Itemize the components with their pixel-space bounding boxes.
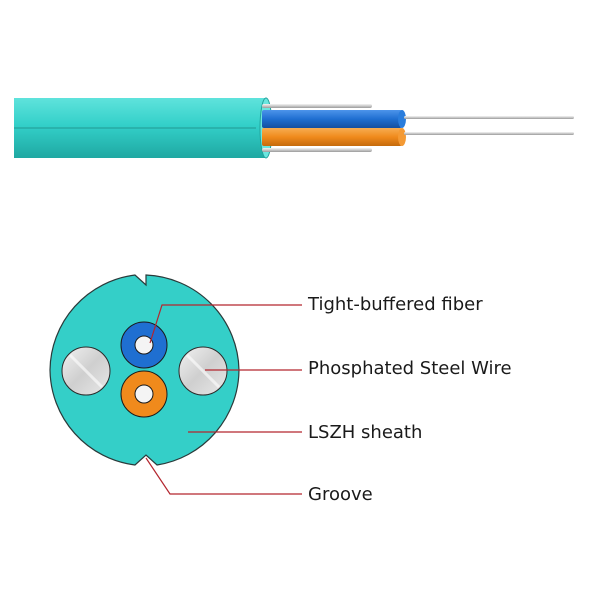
steel-wire-left-shine xyxy=(68,353,104,389)
label-phosphated-steel-wire: Phosphated Steel Wire xyxy=(308,358,512,379)
blue-buffer xyxy=(262,110,402,128)
label-tight-buffered-fiber: Tight-buffered fiber xyxy=(308,294,483,315)
bare-fiber-top xyxy=(404,116,574,119)
bare-fiber-bottom xyxy=(404,132,574,135)
orange-buffer-end xyxy=(398,128,406,146)
blue-fiber-core xyxy=(134,335,154,355)
leader-lines xyxy=(145,304,302,495)
label-lszh-sheath: LSZH sheath xyxy=(308,422,423,443)
leader-line-fiber xyxy=(149,304,302,344)
steel-wire-top xyxy=(262,104,372,108)
orange-fiber-core xyxy=(134,384,154,404)
steel-wire-right-shine xyxy=(185,353,221,389)
label-groove: Groove xyxy=(308,484,373,505)
cable-side-view xyxy=(14,97,574,159)
lszh-sheath xyxy=(49,274,240,466)
steel-wire-bottom xyxy=(262,148,372,152)
orange-buffer xyxy=(262,128,402,146)
cable-cross-section xyxy=(49,274,240,466)
blue-buffer-end xyxy=(398,110,406,128)
leader-line-groove xyxy=(145,457,302,495)
